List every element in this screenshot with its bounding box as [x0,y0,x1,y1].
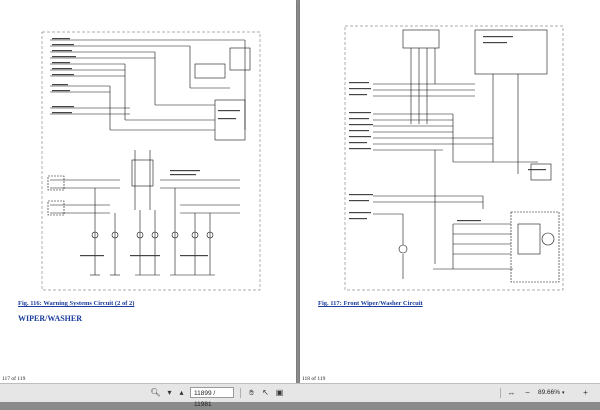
toolbar-separator [500,388,501,398]
document-viewport[interactable]: Fig. 116: Warning Systems Circuit (2 of … [0,0,600,383]
fit-width-icon[interactable]: ↔ [507,388,516,397]
hand-tool-icon[interactable]: ✋︎ [249,387,254,397]
chevron-down-icon[interactable]: ▾ [167,388,172,397]
figure-caption-117[interactable]: Fig. 117: Front Wiper/Washer Circuit [318,300,423,307]
chevron-up-icon[interactable]: ▴ [179,388,184,397]
select-arrow-icon[interactable]: ↖ [262,388,269,397]
warning-systems-wiring-diagram [40,30,262,292]
section-heading[interactable]: WIPER/WASHER [18,314,83,323]
zoom-level-value: 89.66% [538,389,561,396]
viewer-toolbar: 🔍︎ ▾ ▴ 11899 / 11981 ✋︎ ↖ ▣ ↔ − 89.66%▾ … [0,383,600,408]
zoom-out-icon[interactable]: − [525,388,530,397]
page-117: Fig. 116: Warning Systems Circuit (2 of … [0,0,296,383]
page-number-left: 117 of 119 [2,376,26,382]
page-118: Fig. 117: Front Wiper/Washer Circuit 118… [300,0,600,383]
zoom-in-icon[interactable]: + [583,388,588,397]
front-wiper-washer-wiring-diagram [343,24,565,292]
figure-caption-116[interactable]: Fig. 116: Warning Systems Circuit (2 of … [18,300,135,307]
zoom-level[interactable]: 89.66%▾ [538,387,565,398]
search-icon[interactable]: 🔍︎ [150,388,161,397]
wiring-diagram-left-svg [41,31,261,291]
wiring-diagram-right-svg [344,25,564,291]
page-number-right: 118 of 119 [302,376,326,382]
toolbar-separator [240,388,241,398]
image-icon[interactable]: ▣ [275,388,284,397]
chevron-down-icon: ▾ [562,390,565,396]
page-number-field[interactable]: 11899 / 11981 [190,387,234,408]
